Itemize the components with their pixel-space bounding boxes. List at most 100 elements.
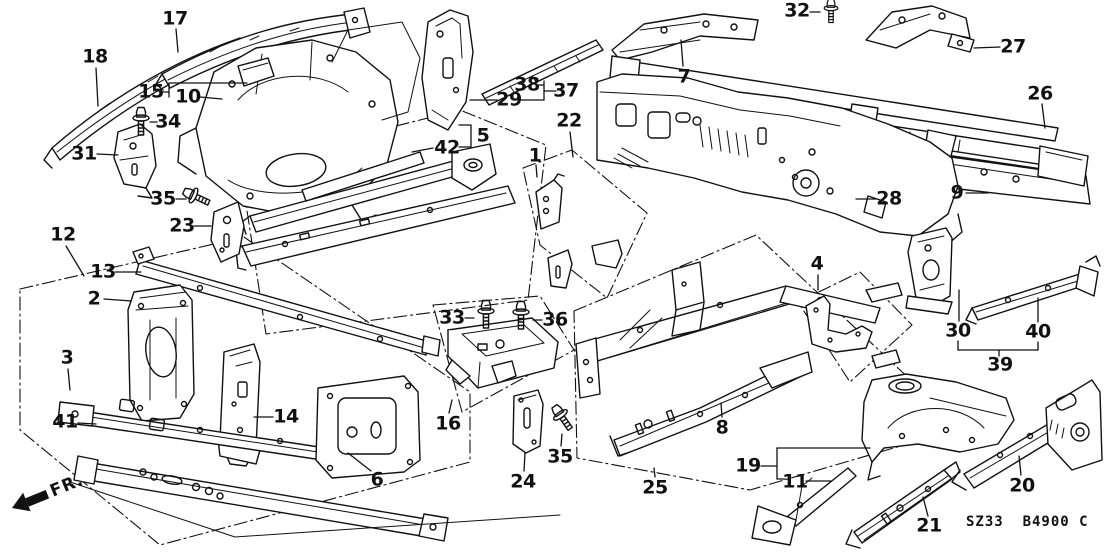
part-dash-panel-28 [596, 73, 963, 245]
callout-14[interactable]: 14 [273, 405, 299, 428]
callout-40[interactable]: 40 [1025, 320, 1051, 343]
callout-38[interactable]: 38 [514, 73, 540, 96]
callout-32[interactable]: 32 [784, 0, 810, 22]
leader-line-25 [653, 467, 656, 478]
callout-7[interactable]: 7 [677, 65, 691, 88]
callout-13[interactable]: 13 [90, 260, 116, 283]
leader-line-24 [523, 452, 526, 472]
callout-20[interactable]: 20 [1009, 474, 1035, 497]
part-bracket-23 [210, 201, 245, 263]
callout-35[interactable]: 35 [547, 445, 573, 468]
callout-18[interactable]: 18 [82, 45, 108, 68]
part-bracket-4 [805, 282, 903, 369]
part-bracket-11 [751, 467, 857, 546]
callout-25[interactable]: 25 [642, 476, 668, 499]
part-wheelhouse-right [861, 373, 1015, 481]
leader-line-3 [67, 368, 71, 391]
callout-36[interactable]: 36 [542, 308, 568, 331]
part-rail-38 [481, 39, 604, 106]
part-bracket-31 [113, 123, 157, 199]
callout-39[interactable]: 39 [987, 353, 1013, 376]
callout-9[interactable]: 9 [950, 181, 964, 204]
part-side-sill-9 [943, 145, 1091, 205]
leader-lines [65, 11, 1046, 517]
leader-line-35 [560, 433, 563, 447]
callout-15[interactable]: 15 [138, 80, 164, 103]
callout-28[interactable]: 28 [876, 187, 902, 210]
part-front-frame-left [235, 143, 516, 271]
part-tiebar-41 [57, 398, 353, 465]
part-tray-16 [445, 317, 559, 389]
group-box-bracket-4 [797, 271, 913, 383]
callout-22[interactable]: 22 [556, 109, 582, 132]
callout-5[interactable]: 5 [476, 124, 490, 147]
callout-35[interactable]: 35 [150, 187, 176, 210]
leader-line-2 [103, 298, 132, 302]
leader-line-20 [1018, 455, 1022, 476]
callout-31[interactable]: 31 [71, 142, 97, 165]
callout-16[interactable]: 16 [435, 412, 461, 435]
part-bracket-24 [512, 389, 544, 454]
callout-26[interactable]: 26 [1027, 82, 1053, 105]
leader-line-17 [175, 28, 179, 53]
callout-42[interactable]: 42 [434, 136, 460, 159]
callout-19[interactable]: 19 [735, 454, 761, 477]
part-bracket-7 [611, 13, 759, 61]
part-bracket-27 [865, 5, 975, 53]
diagram-code: SZ33 B4900 C [966, 514, 1089, 530]
leader-line-41 [77, 422, 97, 425]
part-sill-21 [845, 461, 961, 549]
callout-41[interactable]: 41 [52, 410, 78, 433]
part-crossmember-13 [132, 246, 441, 357]
flange-bolt-icon [823, 0, 839, 24]
leader-line-10 [199, 96, 223, 100]
part-front-frame-right-upper [575, 261, 881, 399]
callout-27[interactable]: 27 [1000, 35, 1026, 58]
leader-line-6 [347, 452, 372, 472]
group-box-tray-16 [432, 295, 575, 413]
part-front-frame-right-lower-8 [609, 351, 813, 457]
part-bulkhead-lower-beam [69, 455, 561, 542]
callout-10[interactable]: 10 [175, 85, 201, 108]
part-pillar-30 [905, 227, 953, 315]
callout-21[interactable]: 21 [916, 514, 942, 537]
callout-33[interactable]: 33 [439, 306, 465, 329]
leader-line-16 [448, 399, 453, 414]
callout-29[interactable]: 29 [496, 88, 522, 111]
part-bracket-1 [535, 173, 565, 230]
part-rail-17 [155, 7, 371, 91]
part-headlight-panel-6 [315, 375, 421, 479]
stud-bolt-icon [547, 401, 578, 435]
callout-17[interactable]: 17 [162, 7, 188, 30]
callout-1[interactable]: 1 [528, 144, 542, 167]
leader-line-1 [535, 164, 538, 178]
group-box-frame-right [573, 234, 963, 491]
callout-30[interactable]: 30 [945, 319, 971, 342]
callout-34[interactable]: 34 [155, 110, 181, 133]
stud-bolt-icon [179, 183, 213, 211]
callout-23[interactable]: 23 [169, 214, 195, 237]
group-box-radiator-support [19, 236, 471, 546]
part-stiffener-15 [237, 57, 275, 87]
callout-3[interactable]: 3 [60, 346, 74, 369]
leader-line-12 [65, 245, 85, 277]
part-pillar-29 [421, 9, 474, 131]
callout-12[interactable]: 12 [50, 223, 76, 246]
callout-11[interactable]: 11 [782, 470, 808, 493]
leader-line-27 [973, 46, 1001, 49]
leader-line-31 [96, 153, 119, 156]
callout-24[interactable]: 24 [510, 470, 536, 493]
leader-line-7 [680, 39, 684, 67]
group-box-bracket-22 [522, 149, 648, 299]
callout-6[interactable]: 6 [370, 468, 384, 491]
callout-2[interactable]: 2 [87, 287, 101, 310]
callout-8[interactable]: 8 [715, 416, 729, 439]
group-boxes [19, 109, 963, 546]
leader-line-21 [922, 496, 929, 517]
leader-line-22 [569, 131, 574, 158]
callout-4[interactable]: 4 [810, 252, 824, 275]
callout-37[interactable]: 37 [553, 79, 579, 102]
